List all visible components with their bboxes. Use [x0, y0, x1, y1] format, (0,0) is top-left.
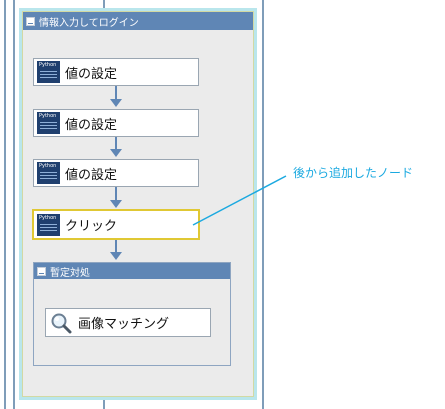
scope-header[interactable]: 情報入力してログイン — [23, 12, 253, 30]
flow-guide-line-right — [262, 0, 264, 409]
action-node-set-value-2[interactable]: Python 値の設定 — [33, 109, 199, 137]
action-node-set-value-3[interactable]: Python 値の設定 — [33, 159, 199, 187]
action-node-click[interactable]: Python クリック — [32, 209, 200, 240]
flow-guide-bottom — [103, 399, 105, 409]
python-icon: Python — [37, 162, 60, 184]
connector — [115, 137, 117, 150]
node-label: 値の設定 — [65, 167, 118, 183]
connector — [115, 240, 117, 253]
inner-scope-title: 暫定対処 — [50, 267, 90, 279]
node-label: 画像マッチング — [78, 317, 170, 332]
python-icon: Python — [37, 213, 60, 236]
arrow-down-icon — [110, 99, 122, 107]
connector — [115, 187, 117, 201]
flow-guide-top — [103, 0, 105, 9]
action-node-image-matching[interactable]: 画像マッチング — [45, 308, 211, 337]
collapse-icon[interactable] — [37, 266, 46, 276]
arrow-down-icon — [110, 149, 122, 157]
node-label: 値の設定 — [65, 66, 118, 82]
annotation-label: 後から追加したノード — [293, 166, 414, 180]
arrow-down-icon — [110, 200, 122, 208]
python-icon: Python — [37, 112, 60, 134]
node-label: クリック — [65, 219, 118, 234]
inner-scope-header[interactable]: 暫定対処 — [34, 263, 230, 279]
flow-guide-line-left — [4, 0, 6, 409]
node-label: 値の設定 — [65, 117, 118, 133]
magnifier-icon — [50, 312, 72, 334]
scope-title: 情報入力してログイン — [39, 17, 139, 29]
action-node-set-value-1[interactable]: Python 値の設定 — [33, 58, 199, 86]
python-icon: Python — [37, 61, 60, 83]
connector — [115, 86, 117, 100]
collapse-icon[interactable] — [26, 16, 35, 26]
arrow-down-icon — [110, 252, 122, 260]
flow-guide-line-left-2 — [13, 0, 15, 409]
